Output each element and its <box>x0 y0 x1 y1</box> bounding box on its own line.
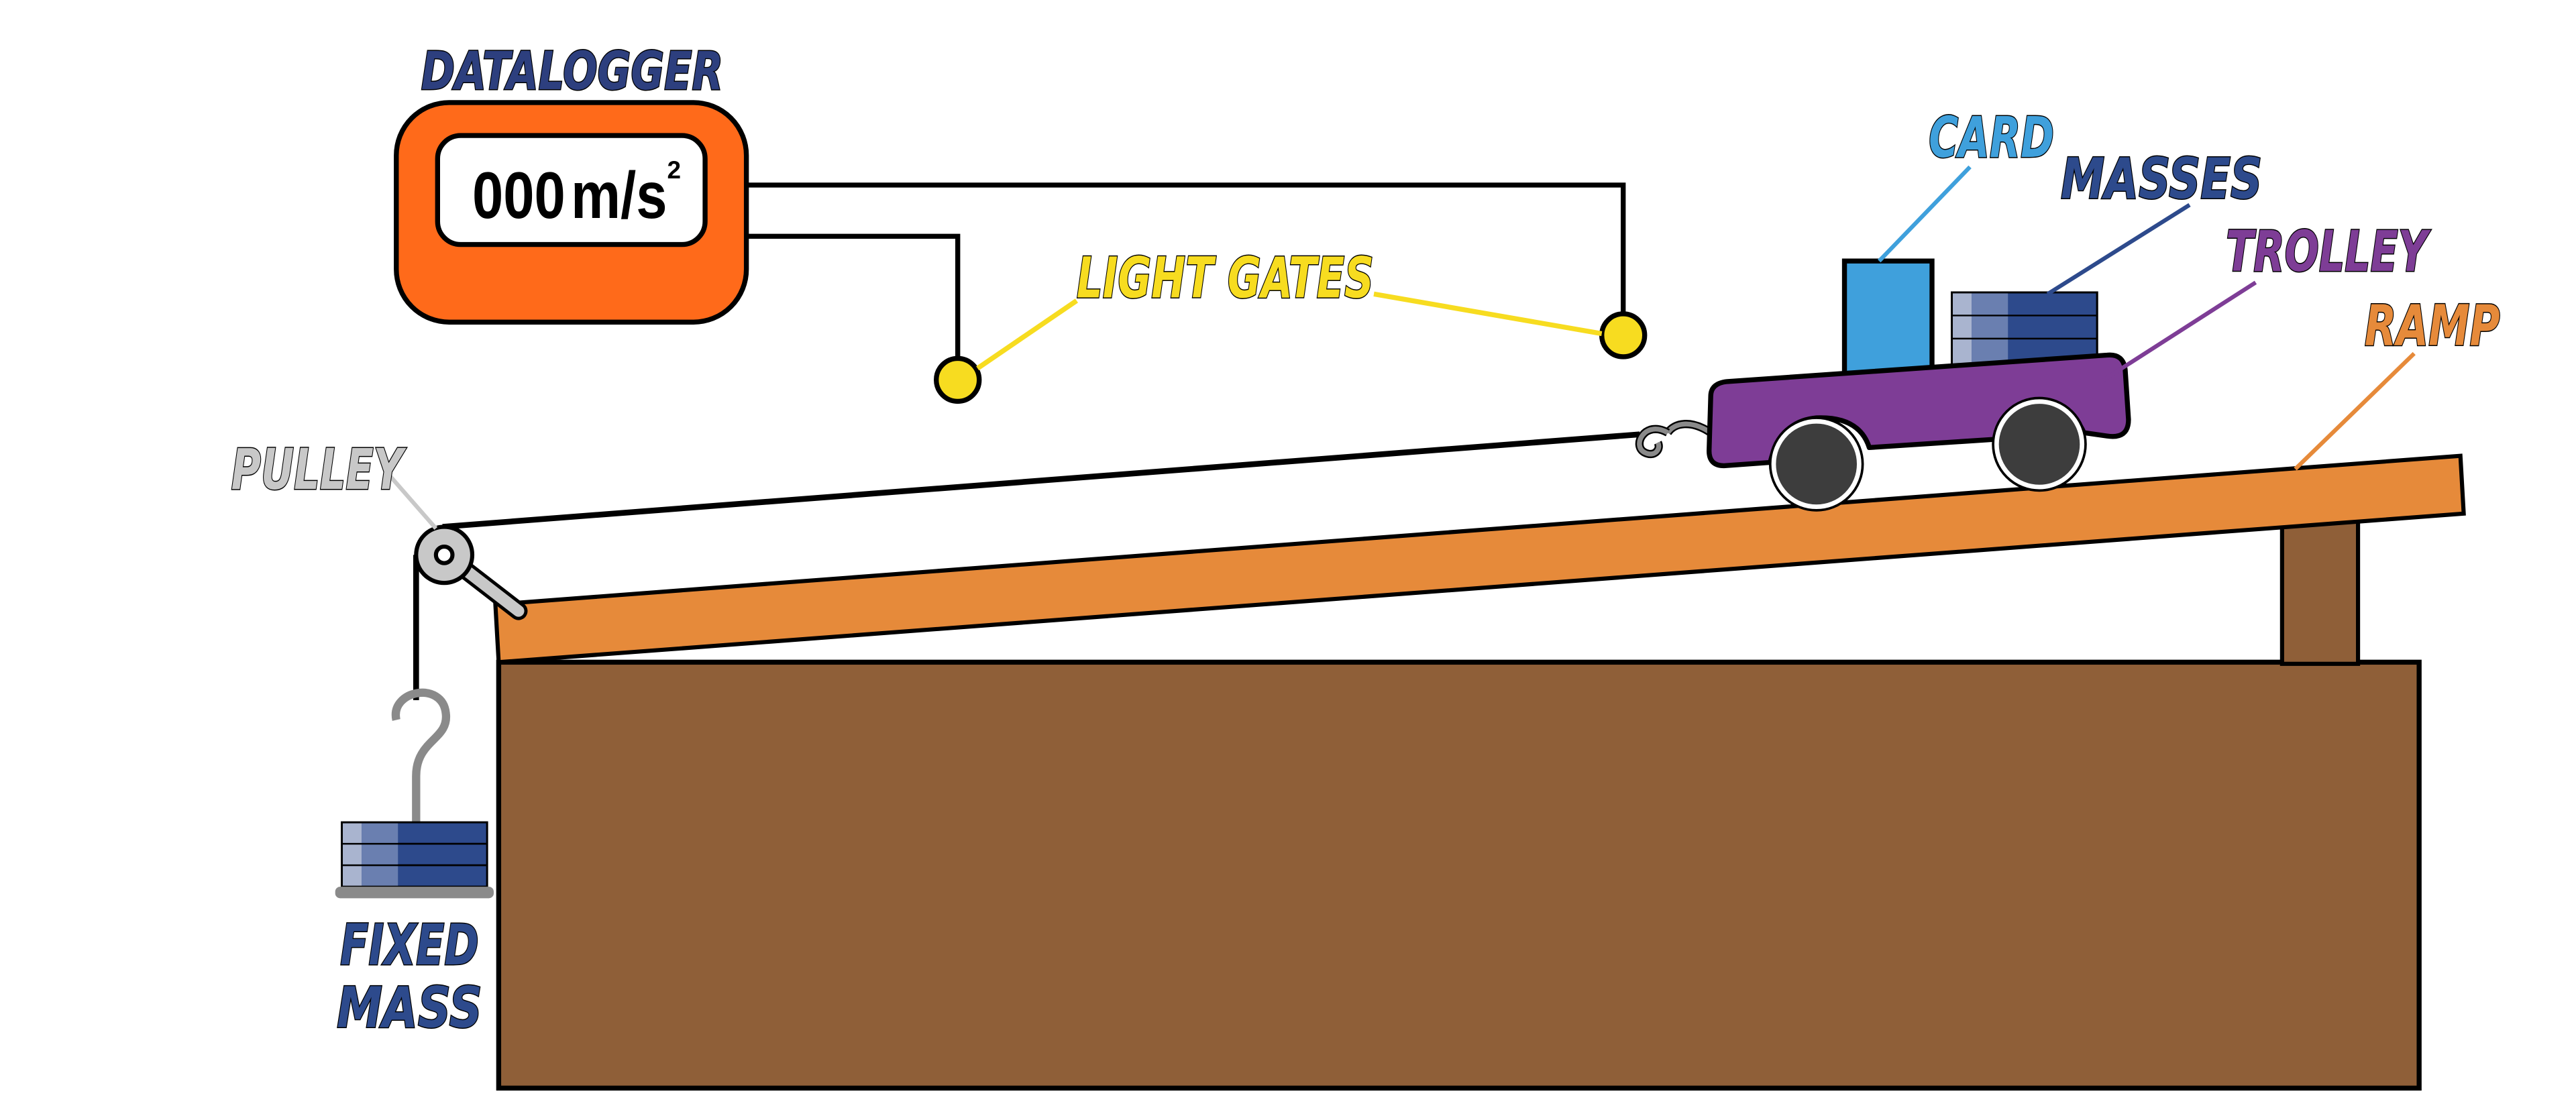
trolley-wheel-front <box>1994 398 2085 490</box>
leader-card <box>1878 165 1972 263</box>
ramp-support <box>2279 510 2361 666</box>
datalogger-screen <box>435 133 708 247</box>
light-gate-1 <box>934 355 982 404</box>
fixed-mass <box>335 821 494 899</box>
trolley-masses <box>1951 291 2098 366</box>
card <box>1841 258 1935 383</box>
bench <box>496 659 2422 1091</box>
leader-pulley <box>388 474 438 530</box>
label-card: CARD <box>1929 105 2054 170</box>
mass-hook <box>391 688 450 826</box>
light-gate-2 <box>1599 311 1648 359</box>
label-datalogger: DATALOGGER <box>421 40 723 102</box>
leader-trolley <box>2102 280 2257 382</box>
label-fixed-mass-line1: FIXED <box>340 912 479 978</box>
leader-light-gate-1 <box>976 298 1079 371</box>
string-horizontal <box>442 431 1640 530</box>
leader-ramp <box>2294 351 2416 471</box>
wire-gate-2 <box>746 182 1626 314</box>
label-fixed-mass-line2: MASS <box>337 974 482 1040</box>
ramp <box>493 453 2466 665</box>
leader-masses <box>2046 203 2191 296</box>
label-light-gates: LIGHT GATES <box>1077 245 1374 311</box>
label-masses: MASSES <box>2061 146 2262 212</box>
datalogger-readout-exponent: 2 <box>667 156 681 184</box>
leader-light-gate-2 <box>1373 291 1603 337</box>
label-ramp: RAMP <box>2365 293 2500 359</box>
trolley-wheel-rear <box>1771 418 1862 510</box>
wire-gate-1 <box>746 233 961 360</box>
label-pulley: PULLEY <box>231 437 407 502</box>
datalogger-readout: 000m/s <box>472 158 667 232</box>
label-trolley: TROLLEY <box>2226 219 2431 284</box>
